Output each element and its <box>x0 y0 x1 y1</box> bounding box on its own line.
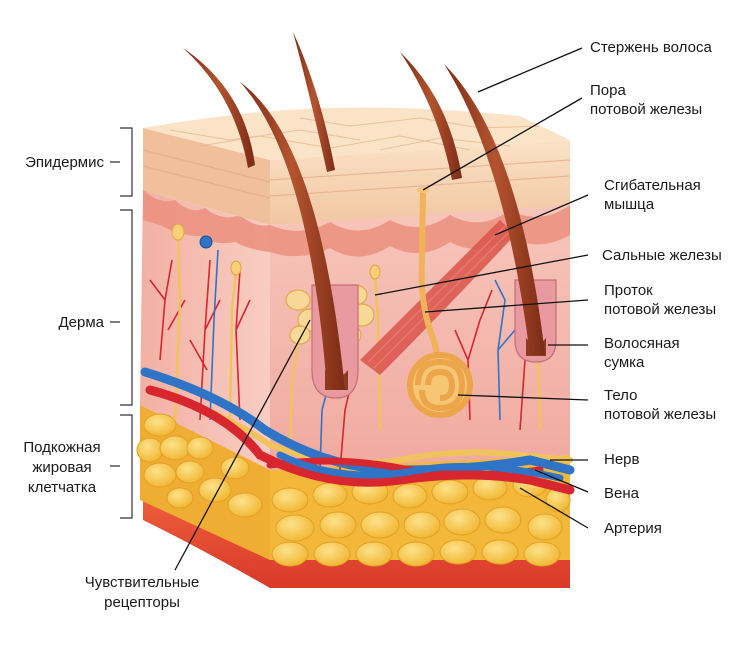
label-line: Нерв <box>604 451 640 468</box>
label-line: Артерия <box>604 520 662 537</box>
right-labels: Стержень волоса Пора потовой железы Сгиба… <box>590 39 722 537</box>
leader-hair-shaft <box>478 48 582 92</box>
label-line: Чувствительные <box>85 574 200 591</box>
label-dermis: Дерма <box>59 314 105 331</box>
label-line: Проток <box>604 282 653 299</box>
label-arrector-muscle: Сгибательная мышца <box>604 177 701 213</box>
label-line: Сгибательная <box>604 177 701 194</box>
skin-block <box>137 32 570 588</box>
label-line: потовой железы <box>604 406 716 423</box>
label-artery: Артерия <box>604 520 662 537</box>
sweat-gland-body <box>410 355 470 415</box>
label-sweat-pore: Пора потовой железы <box>590 82 702 118</box>
label-line: потовой железы <box>590 101 702 118</box>
label-line: рецепторы <box>104 594 180 611</box>
label-hair-shaft: Стержень волоса <box>590 39 712 56</box>
label-line: Сальные железы <box>602 247 722 264</box>
label-line: Подкожная <box>23 439 100 456</box>
label-subcutaneous: Подкожная жировая клетчатка <box>23 439 100 496</box>
label-line: мышца <box>604 196 655 213</box>
label-line: Пора <box>590 82 626 99</box>
label-epidermis: Эпидермис <box>25 154 104 171</box>
label-sweat-gland-body: Тело потовой железы <box>604 387 716 423</box>
left-labels: Эпидермис Дерма Подкожная жировая клетчатк… <box>23 154 104 496</box>
label-sensory-receptors: Чувствительные рецепторы <box>85 574 200 611</box>
label-line: клетчатка <box>28 479 97 496</box>
label-line: сумка <box>604 354 645 371</box>
label-vein: Вена <box>604 485 640 502</box>
label-nerve: Нерв <box>604 451 640 468</box>
label-line: Вена <box>604 485 640 502</box>
label-sebaceous-glands: Сальные железы <box>602 247 722 264</box>
bracket-subcutaneous <box>110 415 132 518</box>
bracket-dermis <box>110 210 132 405</box>
label-line: потовой железы <box>604 301 716 318</box>
left-brackets <box>110 128 132 518</box>
label-line: Тело <box>604 387 637 404</box>
label-sweat-duct: Проток потовой железы <box>604 282 716 318</box>
label-hair-follicle: Волосяная сумка <box>604 335 680 371</box>
label-line: Стержень волоса <box>590 39 712 56</box>
label-line: Волосяная <box>604 335 680 352</box>
label-line: жировая <box>32 459 91 476</box>
bracket-epidermis <box>110 128 132 196</box>
